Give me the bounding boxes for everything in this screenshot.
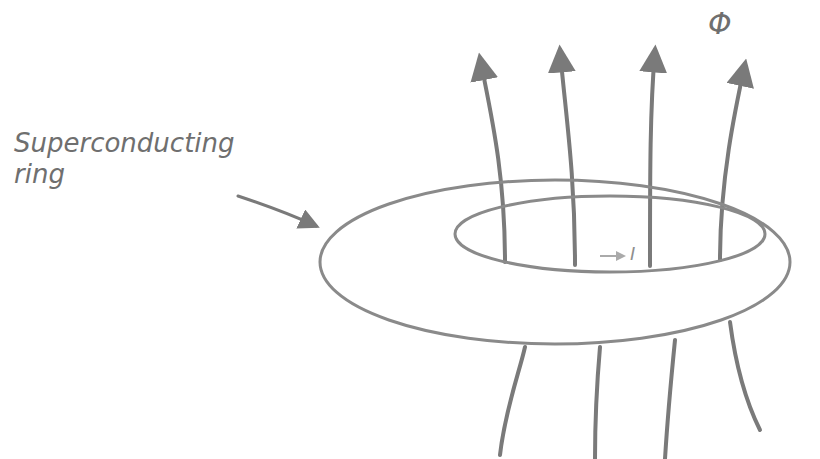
flux-lines xyxy=(480,50,760,459)
flux-symbol: Φ xyxy=(708,6,732,42)
current-symbol: I xyxy=(630,243,635,265)
part-label: Superconducting ring xyxy=(14,128,264,190)
leader-arrow xyxy=(238,196,316,226)
superconducting-ring xyxy=(320,180,790,344)
current-arrow xyxy=(600,255,624,257)
